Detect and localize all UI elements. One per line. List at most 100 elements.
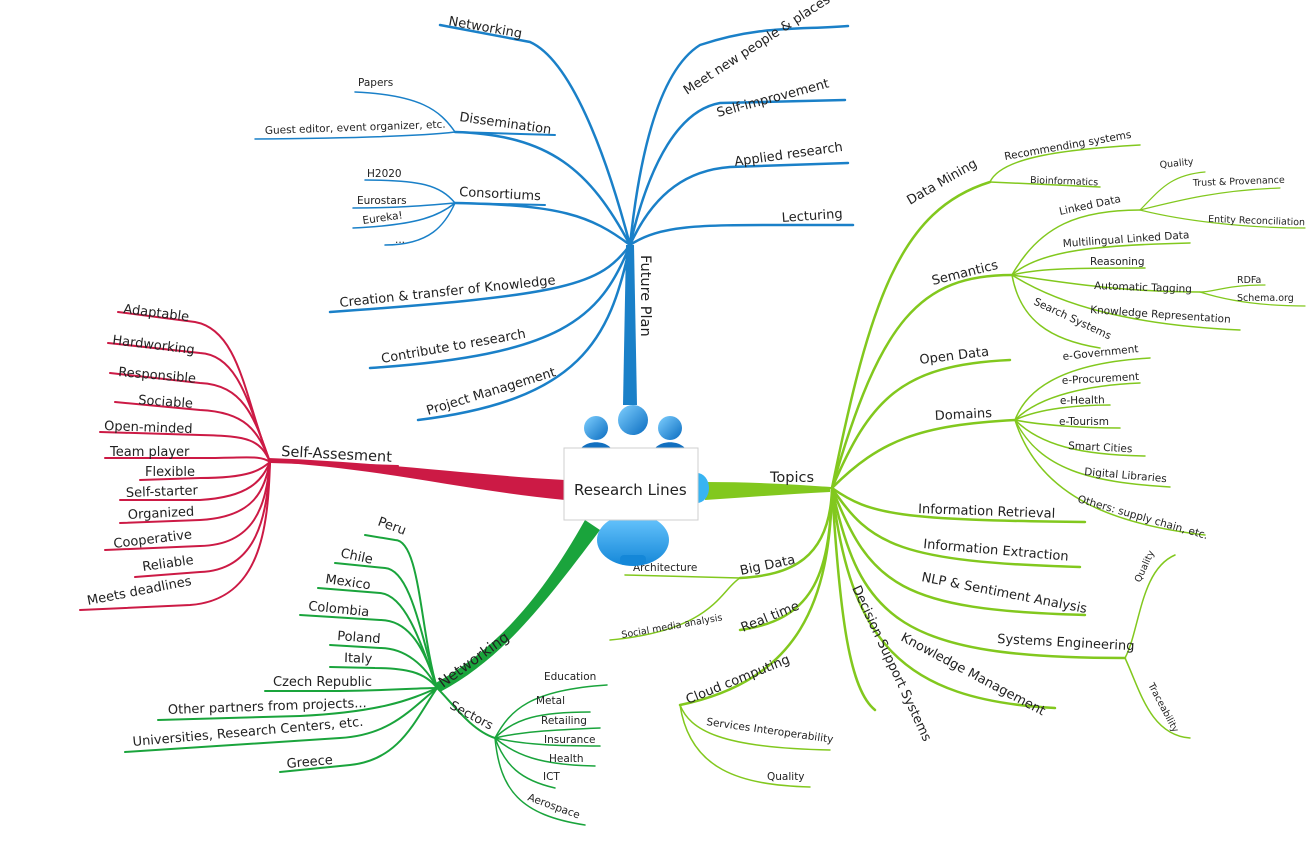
- future-item-creation: Creation & transfer of Knowledge: [339, 273, 556, 311]
- sectors-label: Sectors: [448, 697, 496, 732]
- future-plan-title: Future Plan: [637, 255, 653, 337]
- future-connector-self-improvement: [628, 98, 847, 247]
- topic-domains: Domains: [934, 406, 992, 424]
- future-connector-lecturing: [628, 223, 855, 247]
- branch-topics: [609, 144, 1306, 788]
- sector-metal: Metal: [536, 695, 565, 707]
- future-item-lecturing: Lecturing: [781, 207, 843, 226]
- topic-info-extraction: Information Extraction: [923, 537, 1070, 565]
- consortiums-to-dots: [384, 202, 456, 246]
- branch-self-assessment: [79, 311, 565, 611]
- topic-recommending: Recommending systems: [1003, 129, 1132, 163]
- self-item-flexible: Flexible: [145, 465, 195, 480]
- country-chile: Chile: [339, 546, 374, 567]
- networking-title: Networking: [436, 630, 513, 692]
- future-connector-creation: [328, 243, 632, 314]
- topic-ld-trust: Trust & Provenance: [1192, 175, 1285, 189]
- branch-networking: [124, 520, 608, 826]
- self-item-reliable: Reliable: [141, 553, 194, 575]
- topic-real-time: Real time: [739, 599, 802, 636]
- topic-rdfa: RDFa: [1237, 275, 1261, 286]
- self-item-meets-deadlines: Meets deadlines: [86, 574, 193, 609]
- topic-data-mining: Data Mining: [905, 156, 980, 208]
- consortiums-label: Consortiums: [459, 185, 542, 204]
- self-item-hardworking: Hardworking: [112, 333, 196, 358]
- dissemination-papers: Papers: [358, 77, 393, 89]
- future-connector-dissemination: [453, 130, 632, 247]
- center-sign: [563, 447, 699, 521]
- self-assessment-underline: [269, 461, 399, 467]
- topic-services-interop: Services Interoperability: [706, 716, 835, 746]
- topic-decision-support: Decision Support Systems: [848, 583, 934, 744]
- networking-to-sectors: [436, 687, 496, 739]
- country-czech: Czech Republic: [273, 675, 372, 690]
- topics-underline: [764, 485, 833, 489]
- topic-se-quality: Quality: [1133, 549, 1157, 585]
- domain-eproc: e-Procurement: [1062, 371, 1140, 387]
- country-greece: Greece: [286, 753, 333, 772]
- future-connector-project: [416, 243, 632, 422]
- topic-architecture: Architecture: [633, 562, 697, 574]
- self-item-responsible: Responsible: [118, 365, 197, 387]
- self-item-adaptable: Adaptable: [123, 302, 190, 325]
- center-title: Research Lines: [574, 481, 687, 499]
- topic-reasoning: Reasoning: [1090, 256, 1145, 268]
- domain-ehealth: e-Health: [1060, 394, 1105, 407]
- topic-cloud-quality: Quality: [767, 771, 805, 783]
- self-item-open-minded: Open-minded: [104, 419, 193, 437]
- topic-info-retrieval: Information Retrieval: [918, 502, 1056, 522]
- self-item-sociable: Sociable: [138, 393, 194, 412]
- topic-social-media: Social media analysis: [621, 612, 724, 641]
- domain-smart-cities: Smart Cities: [1068, 440, 1133, 455]
- topics-title: Topics: [769, 470, 814, 486]
- future-item-networking: Networking: [447, 14, 523, 42]
- future-connector-consortiums: [453, 201, 632, 247]
- country-colombia: Colombia: [308, 599, 370, 620]
- sector-retailing: Retailing: [541, 715, 587, 727]
- consortium-dots: ...: [395, 234, 405, 246]
- domain-others: Others: supply chain, etc.: [1076, 493, 1209, 542]
- self-item-team-player: Team player: [109, 445, 190, 460]
- future-connector-meet: [628, 24, 850, 247]
- sector-insurance: Insurance: [544, 734, 596, 746]
- dissemination-to-guest: [254, 131, 456, 140]
- sector-education: Education: [544, 671, 596, 683]
- consortiums-to-h2020: [364, 179, 456, 204]
- topic-bioinformatics: Bioinformatics: [1030, 175, 1099, 188]
- topic-ld-quality: Quality: [1159, 156, 1194, 171]
- topics-labels: Topics Data Mining Recommending systems …: [621, 129, 1306, 783]
- country-mexico: Mexico: [324, 572, 371, 593]
- topic-ld-entity: Entity Reconciliation: [1208, 214, 1305, 228]
- domain-etourism: e-Tourism: [1059, 416, 1109, 428]
- dissemination-underline: [454, 131, 556, 136]
- country-italy: Italy: [344, 651, 373, 667]
- consortium-h2020: H2020: [367, 168, 402, 180]
- country-other-partners: Other partners from projects...: [168, 696, 367, 718]
- topic-auto-tagging: Automatic Tagging: [1094, 280, 1192, 295]
- self-assessment-labels: Self-Assesment Adaptable Hardworking Res…: [86, 302, 393, 609]
- self-item-self-starter: Self-starter: [126, 483, 199, 501]
- country-poland: Poland: [337, 629, 381, 647]
- self-assessment-trunk: [268, 458, 565, 500]
- branch-future-plan: [254, 23, 855, 422]
- consortium-eureka: Eureka!: [362, 209, 404, 227]
- topic-open-data: Open Data: [919, 345, 990, 368]
- future-item-project: Project Management: [425, 365, 558, 419]
- consortiums-to-eureka: [352, 202, 456, 229]
- topic-systems-engineering: Systems Engineering: [997, 632, 1135, 654]
- country-peru: Peru: [376, 515, 408, 539]
- future-item-self-improvement: Self-improvement: [715, 76, 831, 120]
- future-connector-networking: [438, 23, 632, 247]
- dissemination-to-papers: [354, 91, 456, 133]
- consortiums-underline: [454, 202, 546, 206]
- future-connector-contribute: [368, 243, 632, 370]
- center-node[interactable]: Research Lines: [563, 405, 709, 566]
- topic-multilingual: Multilingual Linked Data: [1062, 229, 1189, 250]
- networking-trunk: [434, 520, 600, 692]
- sector-ict: ICT: [543, 771, 560, 783]
- future-plan-trunk: [623, 245, 637, 405]
- topic-semantics: Semantics: [930, 258, 1000, 289]
- consortiums-to-eurostars: [352, 202, 456, 209]
- future-connector-applied: [628, 161, 850, 247]
